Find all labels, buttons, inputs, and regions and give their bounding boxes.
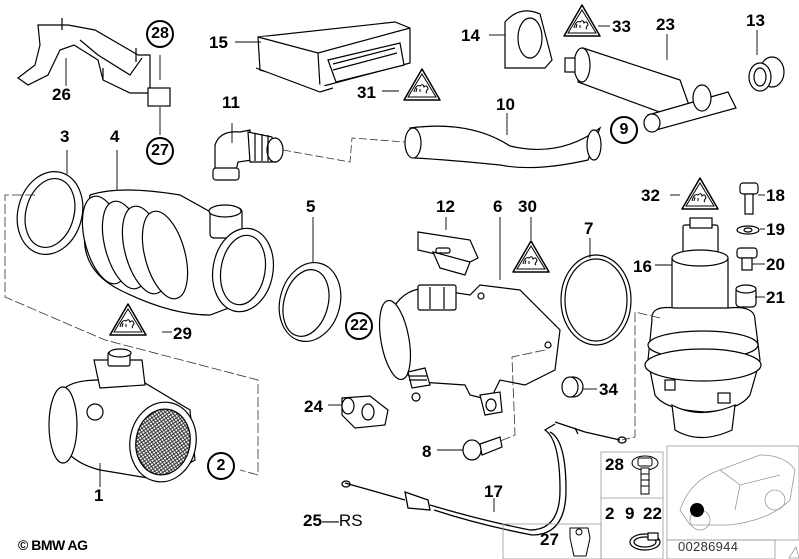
inset-label-22: 22 — [643, 504, 662, 523]
callout-20: 20 — [766, 255, 785, 274]
callout-34: 34 — [599, 380, 618, 399]
callout-4: 4 — [110, 127, 120, 146]
warning-triangle-30 — [512, 240, 550, 273]
callout-2-circled: 2 — [207, 452, 235, 480]
grommet-13 — [748, 56, 785, 92]
bellows-4 — [81, 189, 275, 316]
control-unit-15 — [255, 21, 411, 93]
callout-14: 14 — [461, 26, 480, 45]
diagram-part-number: 00286944 — [678, 539, 739, 554]
callout-8: 8 — [422, 442, 432, 461]
leader-lines — [65, 25, 765, 512]
callout-10: 10 — [496, 95, 515, 114]
callout-33: 33 — [612, 17, 631, 36]
warning-triangle-33 — [563, 4, 601, 37]
idle-actuator-16 — [644, 217, 762, 439]
inset-label-9: 9 — [625, 504, 635, 523]
callout-32: 32 — [641, 186, 660, 205]
callout-11: 11 — [222, 93, 240, 112]
inset-clamp-2-9-22 — [629, 532, 661, 551]
callout-29: 29 — [173, 324, 192, 343]
callout-25-number: 25 — [303, 511, 322, 530]
inset-screw-28 — [631, 455, 659, 495]
callout-24: 24 — [304, 397, 323, 416]
callout-9-circled: 9 — [610, 116, 638, 144]
bracket-26 — [16, 18, 171, 107]
elbow-11 — [212, 129, 284, 181]
callout-28-circled: 28 — [146, 20, 174, 48]
holder-14 — [504, 10, 553, 69]
sensor-12 — [417, 231, 479, 276]
callout-22-circled: 22 — [345, 312, 373, 340]
inset-label-27: 27 — [540, 530, 559, 549]
warning-triangle-29 — [109, 303, 147, 336]
pump-23 — [564, 47, 737, 133]
callout-23: 23 — [656, 15, 675, 34]
inset-label-2: 2 — [605, 504, 615, 523]
callout-21: 21 — [766, 288, 785, 307]
warning-triangle-32 — [681, 177, 719, 210]
corner-triangle-icon — [788, 546, 799, 559]
copyright: © BMW AG — [18, 537, 88, 553]
callout-12: 12 — [436, 197, 455, 216]
callout-1: 1 — [94, 486, 104, 505]
dashed-leaders — [4, 194, 661, 476]
callout-16: 16 — [633, 257, 652, 276]
callout-13: 13 — [746, 11, 765, 30]
callout-18: 18 — [766, 186, 785, 205]
ring-5 — [278, 261, 342, 343]
callout-27-circled: 27 — [146, 137, 174, 165]
inset-frame — [502, 445, 799, 559]
clip-24 — [341, 395, 389, 429]
air-mass-meter-1 — [48, 348, 197, 483]
ring-3 — [16, 170, 84, 256]
warning-triangle-31 — [403, 68, 441, 101]
ring-7 — [560, 254, 632, 346]
callout-5: 5 — [306, 197, 316, 216]
car-locator — [679, 454, 796, 531]
callout-15: 15 — [209, 33, 228, 52]
callout-31: 31 — [357, 83, 376, 102]
cable-17 — [341, 421, 627, 536]
inset-label-28: 28 — [605, 455, 624, 474]
callout-26: 26 — [52, 85, 71, 104]
callout-6: 6 — [493, 197, 503, 216]
callout-25: 25—RS — [303, 512, 363, 529]
callout-17: 17 — [484, 482, 503, 501]
throttle-body-6 — [378, 284, 561, 416]
hose-10 — [404, 125, 602, 169]
callout-30: 30 — [518, 197, 537, 216]
callout-3: 3 — [60, 127, 70, 146]
callout-25-suffix: —RS — [321, 511, 363, 530]
bolt-8 — [462, 436, 503, 461]
callout-19: 19 — [766, 220, 785, 239]
small-parts-18-21 — [735, 182, 760, 308]
leader-elbow-hose — [282, 137, 406, 163]
grommet-34 — [561, 376, 584, 398]
callout-7: 7 — [584, 219, 594, 238]
inset-nut-27 — [569, 527, 591, 557]
